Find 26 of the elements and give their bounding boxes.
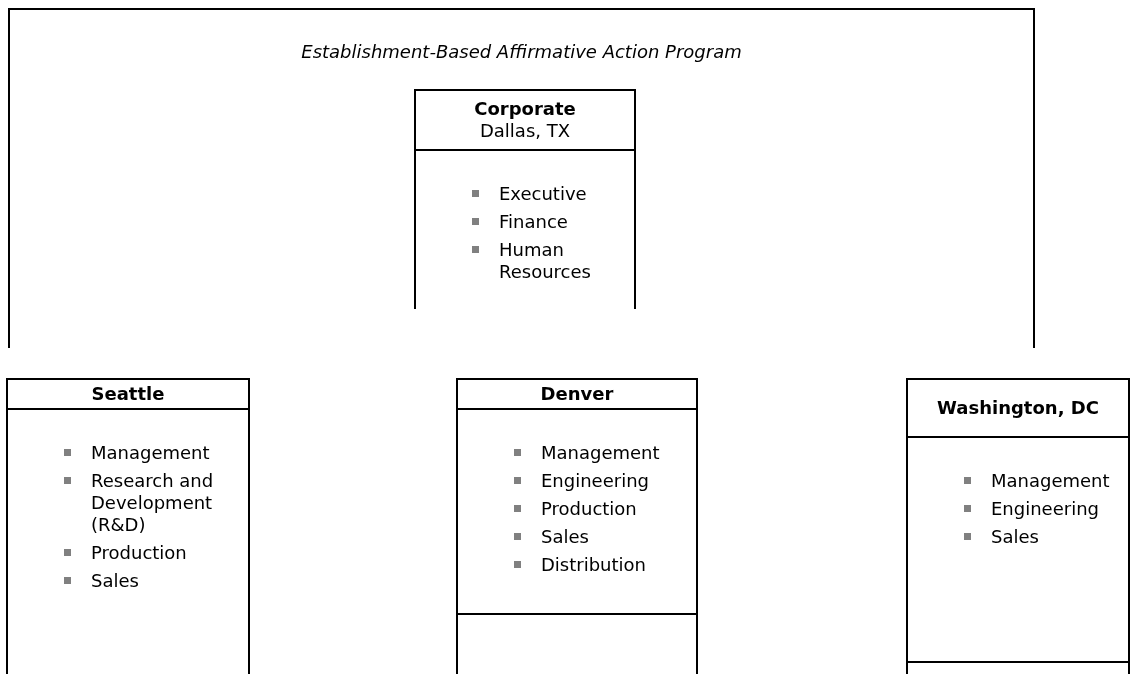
location-title: Seattle: [90, 383, 166, 405]
location-title: Corporate: [473, 98, 577, 120]
department-item: Finance: [499, 211, 568, 233]
department-item: Management: [541, 442, 660, 464]
department-item: Engineering: [991, 498, 1099, 520]
department-item: Management: [91, 442, 210, 464]
location-title: Washington, DC: [936, 397, 1100, 419]
location-box: [906, 378, 1130, 674]
location-box: [456, 378, 698, 674]
department-item: Management: [991, 470, 1110, 492]
department-item: Sales: [91, 570, 139, 592]
location-title: Denver: [539, 383, 615, 405]
department-item: Production: [541, 498, 637, 520]
department-item: Sales: [991, 526, 1039, 548]
location-box: [414, 89, 636, 309]
department-item: Sales: [541, 526, 589, 548]
department-item: Research and Development (R&D): [91, 470, 215, 536]
subtitle: Establishment-Based Affirmative Action Program: [300, 40, 743, 64]
frame-box: [8, 8, 1035, 348]
department-item: Human Resources: [499, 239, 592, 283]
department-item: Distribution: [541, 554, 646, 576]
department-item: Engineering: [541, 470, 649, 492]
location-city: Dallas, TX: [478, 120, 572, 142]
department-item: Executive: [499, 183, 587, 205]
location-box: [6, 378, 250, 674]
department-item: Production: [91, 542, 187, 564]
